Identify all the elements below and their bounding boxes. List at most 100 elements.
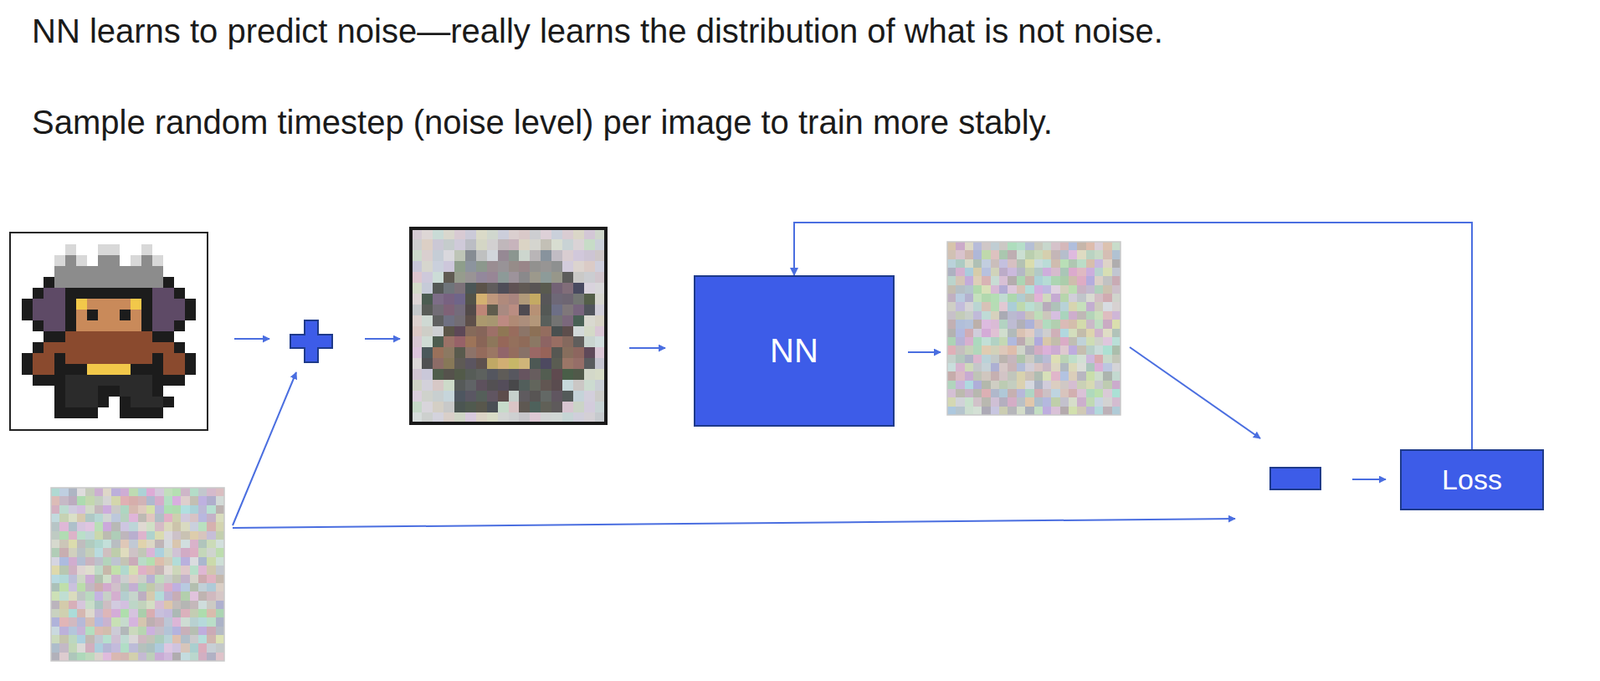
noise-pixel [180, 617, 190, 627]
noise-pixel [1051, 250, 1061, 260]
noise-pixel [102, 652, 113, 662]
noise-pixel [138, 496, 148, 506]
noisy-pixel [529, 315, 541, 327]
noise-pixel [85, 557, 95, 567]
noise-pixel [189, 583, 200, 593]
noisy-pixel [454, 250, 466, 262]
noise-pixel [128, 635, 139, 645]
sprite-pixel [141, 287, 153, 299]
noise-pixel [981, 371, 991, 381]
noise-pixel [981, 293, 991, 303]
noise-pixel [964, 337, 975, 347]
flow-arrow [234, 338, 270, 340]
noise-pixel [215, 600, 226, 611]
noise-pixel [981, 328, 991, 339]
noisy-pixel [573, 239, 585, 251]
noise-pixel [955, 267, 965, 277]
sprite-pixel [87, 331, 98, 343]
noisy-pixel [432, 293, 444, 305]
noise-pixel [172, 557, 182, 567]
noise-pixel [947, 259, 957, 269]
sprite-pixel [65, 331, 77, 343]
flow-arrow [1129, 347, 1261, 439]
noise-pixel [1007, 345, 1017, 355]
noise-pixel [1060, 285, 1070, 295]
noise-pixel [1060, 389, 1070, 399]
noise-pixel [180, 513, 190, 524]
noise-pixel [1007, 285, 1017, 295]
noise-pixel [955, 371, 965, 381]
noise-pixel [189, 626, 200, 636]
noise-pixel [154, 496, 165, 506]
noise-pixel [154, 557, 165, 567]
sprite-pixel [152, 407, 164, 419]
noisy-pixel [551, 326, 563, 338]
noisy-pixel [508, 336, 520, 348]
noise-pixel [1086, 319, 1096, 329]
noise-pixel [102, 505, 113, 515]
noise-pixel [1094, 354, 1104, 365]
noisy-pixel [454, 326, 466, 338]
noise-pixel [1112, 371, 1122, 381]
noisy-pixel [443, 379, 455, 391]
noise-pixel [154, 617, 165, 627]
noise-pixel [990, 354, 1000, 365]
noisy-pixel [518, 315, 530, 327]
noise-pixel [1076, 328, 1087, 339]
noise-pixel [138, 652, 148, 662]
noise-pixel [1034, 241, 1044, 252]
noisy-pixel [432, 271, 444, 283]
noise-pixel [215, 617, 226, 627]
noise-pixel [198, 539, 208, 549]
sprite-pixel [163, 364, 175, 375]
noisy-pixel [562, 293, 574, 305]
noise-pixel [215, 522, 226, 532]
noise-pixel [198, 609, 208, 619]
noise-pixel [164, 522, 174, 532]
noise-pixel [76, 522, 87, 532]
noisy-pixel [465, 401, 477, 413]
noise-pixel [51, 574, 61, 585]
noise-pixel [146, 591, 156, 601]
noise-pixel [955, 380, 965, 390]
noise-pixel [102, 513, 113, 524]
noise-pixel [999, 302, 1009, 312]
noise-pixel [128, 600, 139, 611]
noise-pixel [85, 539, 95, 549]
noise-pixel [1025, 250, 1035, 260]
noise-pixel [120, 583, 130, 593]
noise-pixel [1102, 293, 1113, 303]
noise-pixel [128, 557, 139, 567]
sprite-pixel [152, 255, 164, 267]
noise-pixel [1016, 389, 1026, 399]
noise-pixel [172, 626, 182, 636]
noise-pixel [1034, 293, 1044, 303]
sprite-pixel [130, 396, 142, 408]
sprite-pixel [108, 385, 120, 397]
sprite-pixel [76, 255, 88, 267]
sprite-pixel [54, 353, 66, 365]
noise-pixel [1068, 354, 1078, 365]
noise-pixel [51, 496, 61, 506]
noise-pixel [76, 591, 87, 601]
noise-pixel [206, 505, 216, 515]
noisy-pixel [573, 315, 585, 327]
noise-pixel [180, 652, 190, 662]
noise-pixel [1025, 319, 1035, 329]
noisy-pixel [540, 390, 552, 402]
noise-pixel [964, 259, 975, 269]
noise-pixel [120, 635, 130, 645]
noisy-pixel [432, 347, 444, 359]
flow-arrow [1352, 478, 1386, 481]
noisy-pixel [465, 293, 477, 305]
sprite-pixel [119, 407, 131, 419]
noisy-pixel [573, 390, 585, 402]
noise-pixel [1051, 285, 1061, 295]
noise-pixel [180, 591, 190, 601]
noise-pixel [85, 548, 95, 558]
sprite-pixel [54, 342, 66, 354]
noise-pixel [947, 285, 957, 295]
noise-pixel [85, 591, 95, 601]
noise-pixel [111, 505, 121, 515]
noise-pixel [990, 285, 1000, 295]
